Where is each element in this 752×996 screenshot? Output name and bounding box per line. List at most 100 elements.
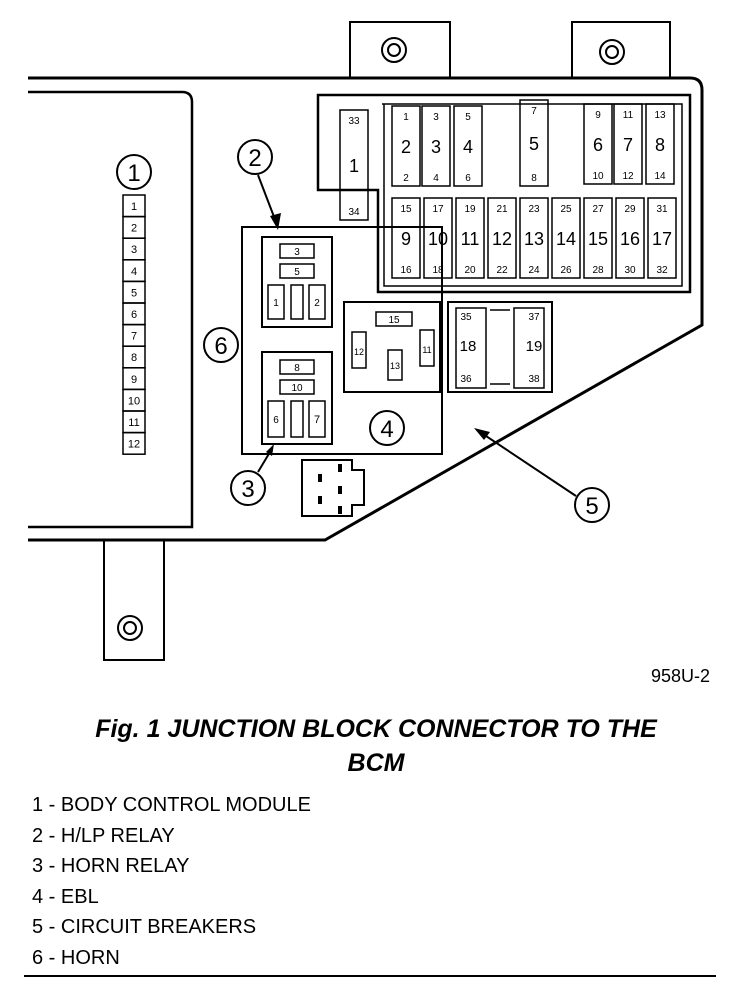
fuse-bottom-pin: 34: [348, 207, 360, 218]
fuse-bottom-pin: 20: [464, 265, 476, 276]
fuse-top-pin: 33: [348, 116, 360, 127]
body-control-module: [28, 90, 194, 529]
bottom-rule: [24, 975, 716, 977]
fuse-1: 33 1 34: [339, 109, 369, 221]
caption-line-1: Fig. 1 JUNCTION BLOCK CONNECTOR TO THE: [95, 715, 657, 743]
horn-relay: 8 10 6 7: [261, 351, 333, 445]
fuse-top-pin: 19: [464, 204, 476, 215]
fuse-2: 122: [391, 105, 421, 187]
fuse-number: 11: [461, 229, 480, 249]
fuse-top-pin: 9: [595, 110, 601, 121]
ebl-pin-11: 11: [422, 345, 431, 355]
fuse-top-pin: 5: [465, 112, 471, 123]
bcm-pin-label: 6: [131, 309, 137, 321]
fuse-bottom-pin: 4: [433, 173, 439, 184]
ebl-pin-12: 12: [354, 347, 364, 357]
bcm-pin-label: 2: [131, 223, 137, 235]
legend-list: 1 - BODY CONTROL MODULE 2 - H/LP RELAY 3…: [32, 790, 311, 973]
callout-5: 5: [474, 428, 610, 523]
fuse-number: 16: [620, 229, 640, 249]
fuse-top-pin: 3: [433, 112, 439, 123]
legend-item: 5 - CIRCUIT BREAKERS: [32, 916, 257, 938]
bcm-pin-label: 1: [131, 201, 137, 213]
cb-19-top: 37: [528, 312, 540, 323]
callout-2-label: 2: [248, 145, 261, 172]
legend-item: 3 - HORN RELAY: [32, 855, 190, 877]
cb-19-bot: 38: [528, 374, 540, 385]
bcm-pin-label: 3: [131, 244, 137, 256]
fuse-number: 17: [652, 229, 672, 249]
fuse-top-pin: 27: [592, 204, 604, 215]
legend-item: 2 - H/LP RELAY: [32, 824, 175, 847]
legend-item: 1 - BODY CONTROL MODULE: [32, 794, 311, 816]
fuse-number: 9: [401, 229, 411, 249]
legend-item: 6 - HORN: [32, 946, 120, 969]
hlp-pin-5: 5: [294, 267, 300, 278]
fuse-bottom-pin: 18: [432, 265, 444, 276]
callout-1: 1: [116, 154, 152, 190]
fuse-number: 15: [588, 229, 608, 249]
fuse-top-pin: 29: [624, 204, 636, 215]
hlp-pin-3: 3: [294, 247, 300, 258]
horn-relay-group-outline: [241, 226, 443, 455]
bcm-pin-label: 5: [131, 287, 137, 299]
fuse-number: 3: [431, 137, 441, 157]
hlp-pin-1: 1: [273, 298, 279, 309]
fuse-top-pin: 25: [560, 204, 572, 215]
bcm-pin-cell: [122, 431, 146, 455]
fuse-bottom-pin: 14: [654, 171, 666, 182]
ebl-relay: 15 12 13 11: [343, 301, 441, 393]
junction-block-outline: [28, 76, 704, 542]
callout-6: 6: [203, 327, 239, 363]
fuse-bottom-pin: 24: [528, 265, 540, 276]
callout-5-label: 5: [585, 493, 598, 520]
fuse-bottom-pin: 32: [656, 265, 668, 276]
cb-18-bot: 36: [460, 374, 472, 385]
hlp-relay: 3 5 1 2: [261, 236, 333, 328]
fuse-number: 13: [524, 229, 544, 249]
fuse-13: 23 13 24: [519, 197, 549, 279]
horn-pin-10: 10: [291, 383, 303, 394]
horn-pin-7: 7: [314, 414, 320, 426]
fuse-top-pin: 15: [400, 204, 412, 215]
hlp-pin-2: 2: [314, 298, 320, 309]
ebl-pin-13: 13: [390, 361, 400, 371]
fuse-number: 14: [556, 229, 576, 249]
fuse-bottom-pin: 2: [403, 173, 409, 184]
fuse-3: 3 3 4: [421, 105, 451, 187]
fuse-bottom-pin: 30: [624, 265, 636, 276]
fuse-number: 8: [655, 135, 665, 155]
fuse-number: 12: [492, 229, 512, 249]
fuse-number: 1: [349, 156, 359, 176]
horn-pin-8: 8: [294, 363, 300, 374]
fuse-5: 758: [519, 99, 549, 187]
fuse-top-pin: 23: [528, 204, 540, 215]
fuse-number: 10: [428, 229, 448, 249]
bcm-pin-label: 7: [131, 331, 137, 343]
callout-6-label: 6: [214, 333, 227, 360]
fuse-number: 2: [401, 137, 411, 157]
small-connector: [301, 459, 365, 517]
cb-18-label: 18: [460, 338, 477, 355]
bcm-pin-label: 8: [131, 352, 137, 364]
callout-4: 4: [369, 410, 405, 446]
cb-18-top: 35: [460, 312, 472, 323]
fuse-bottom-pin: 22: [496, 265, 508, 276]
fuse-top-pin: 7: [531, 106, 537, 117]
figure-code: 958U-2: [651, 666, 710, 686]
callout-3-label: 3: [241, 476, 254, 503]
fuse-16: 29 16 30: [615, 197, 645, 279]
fuse-bottom-pin: 8: [531, 173, 537, 184]
fuse-number: 6: [593, 135, 603, 155]
bcm-pin-label: 4: [131, 266, 137, 278]
